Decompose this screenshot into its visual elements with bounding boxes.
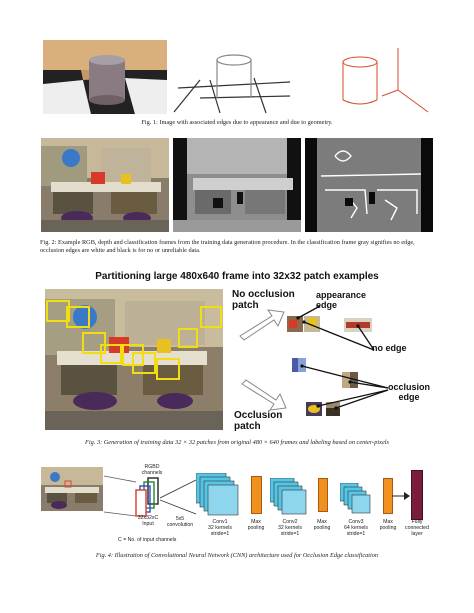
fig4-conv5-label: 5x5 convolution bbox=[166, 516, 194, 528]
fig4-conv1-label: Conv1 32 kernels stride=1 bbox=[208, 519, 232, 537]
fig4-fc-arrow bbox=[392, 488, 410, 500]
fig3-patch-occl-2 bbox=[342, 372, 358, 388]
fig4-conv2-label: Conv2 32 kernels stride=1 bbox=[278, 519, 302, 537]
fig3-patch-appearance bbox=[287, 316, 303, 332]
fig4-max1-bar bbox=[251, 476, 262, 514]
fig3-pointer-lines-occlusion bbox=[298, 360, 394, 414]
fig3-pointer-appearance bbox=[294, 304, 324, 320]
fig3-caption: Fig. 3: Generation of training data 32 ×… bbox=[85, 439, 389, 446]
fig3-no-occlusion-label: No occlusion patch bbox=[232, 289, 295, 311]
fig3-arrow-lower bbox=[240, 378, 290, 414]
fig3-patch-noedge-1 bbox=[304, 316, 320, 332]
fig1-caption: Fig. 1: Image with associated edges due … bbox=[141, 119, 333, 126]
fig4-max1-label: Max pooling bbox=[247, 519, 265, 531]
fig4-conv3-stack bbox=[339, 482, 374, 515]
fig1-geometry-edges bbox=[298, 40, 430, 114]
fig4-conv3-label: Conv3 64 kernels stride=1 bbox=[344, 519, 368, 537]
fig3-occlusion-edge-label: occlusion edge bbox=[388, 382, 431, 402]
fig4-max2-bar bbox=[318, 478, 328, 512]
fig1-image-rgb bbox=[43, 40, 167, 114]
fig4-input-image bbox=[41, 467, 103, 511]
fig4-fc-label: Fully connected layer bbox=[405, 519, 429, 537]
fig4-input-stack bbox=[103, 472, 160, 520]
fig4-rgbd-label: RGBD channels bbox=[141, 464, 163, 476]
fig4-max2-label: Max pooling bbox=[313, 519, 331, 531]
fig3-title: Partitioning large 480x640 frame into 32… bbox=[95, 271, 379, 282]
fig4-max3-label: Max pooling bbox=[379, 519, 397, 531]
fig3-office-image bbox=[45, 289, 223, 430]
fig3-arrow-upper bbox=[238, 306, 288, 342]
fig4-caption: Fig. 4: Illustration of Convolutional Ne… bbox=[95, 552, 379, 559]
fig4-conv2-stack bbox=[269, 477, 310, 518]
fig3-patch-occl-4 bbox=[326, 402, 340, 416]
fig3-no-edge-label: no edge bbox=[372, 343, 407, 353]
fig1-appearance-edges bbox=[170, 40, 294, 114]
fig4-input-label: 32x32xC Input bbox=[137, 515, 159, 527]
fig3-appearance-edge-label: appearance edge bbox=[316, 290, 367, 310]
fig2-depth-frame bbox=[173, 138, 301, 232]
fig2-caption: Fig. 2: Example RGB, depth and classific… bbox=[40, 239, 415, 254]
fig2-rgb-frame bbox=[41, 138, 169, 232]
fig3-occlusion-patch-label: Occlusion patch bbox=[234, 410, 283, 432]
fig3-pointer-lines-noedge bbox=[296, 320, 380, 354]
fig4-fc-bar bbox=[411, 470, 423, 520]
fig4-conv-lines bbox=[159, 478, 198, 516]
fig4-conv1-stack bbox=[195, 472, 244, 521]
fig4-channels-note: C = No. of input channels bbox=[118, 537, 177, 543]
fig2-classification-frame bbox=[305, 138, 433, 232]
